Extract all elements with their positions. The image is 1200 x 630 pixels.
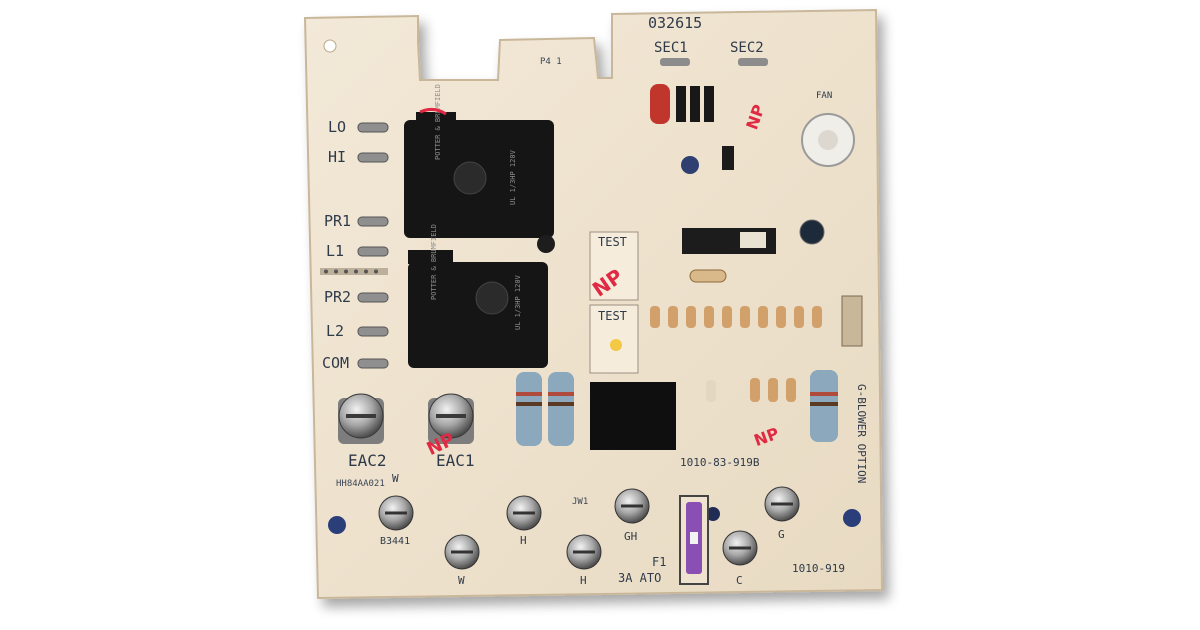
marker-scribble xyxy=(419,107,447,116)
spade-terminals[interactable] xyxy=(357,122,389,369)
connector-label: P4 1 xyxy=(540,57,562,67)
test-pad-1[interactable] xyxy=(589,231,639,301)
fan-label: FAN xyxy=(816,91,832,101)
terminal-w2-label: W xyxy=(458,574,465,587)
label-pr1: PR1 xyxy=(324,212,351,230)
svg-text:POTTER & BRUMFIELD: POTTER & BRUMFIELD xyxy=(430,224,438,300)
resistor-row xyxy=(650,306,822,328)
diode-array xyxy=(676,86,714,122)
transistor xyxy=(537,235,555,253)
label-lo: LO xyxy=(328,118,346,136)
blower-option-label: G-BLOWER OPTION xyxy=(855,384,868,483)
sec1-terminal[interactable] xyxy=(660,58,690,66)
terminal-w-1[interactable] xyxy=(378,495,414,531)
mounting-hole xyxy=(323,39,337,53)
yellow-indicator xyxy=(610,339,622,351)
label-com: COM xyxy=(322,354,349,372)
terminal-h1-label: H xyxy=(520,534,527,547)
terminal-c[interactable] xyxy=(722,530,758,566)
terminal-h-1[interactable] xyxy=(506,495,542,531)
eac1-screw-terminal[interactable] xyxy=(428,393,474,444)
terminal-c-label: C xyxy=(736,574,743,587)
resistor-row-lower xyxy=(706,378,796,402)
label-l1: L1 xyxy=(326,242,344,260)
svg-text:UL 1/3HP 120V: UL 1/3HP 120V xyxy=(514,274,522,330)
fuse[interactable] xyxy=(679,495,709,585)
crystal xyxy=(689,269,727,283)
eac2-label: EAC2 xyxy=(348,451,387,470)
board-id: HH84AA021 xyxy=(336,479,385,489)
mounting-hole xyxy=(706,507,720,521)
electrolytic-capacitor xyxy=(799,219,825,245)
left-terminal-labels: LO HI PR1 L1 PR2 L2 COM xyxy=(322,118,351,372)
fuse-label-rating: 3A ATO xyxy=(618,571,661,585)
sec1-label: SEC1 xyxy=(654,40,688,56)
relay-2: POTTER & BRUMFIELD UL 1/3HP 120V xyxy=(408,224,548,368)
terminal-g[interactable] xyxy=(764,486,800,522)
ic-module xyxy=(590,382,676,450)
eac2-screw-terminal[interactable] xyxy=(338,393,384,444)
terminal-h2-label: H xyxy=(580,574,587,587)
model-number-top: 1010-83-919B xyxy=(680,456,760,469)
terminal-g-label: G xyxy=(778,528,785,541)
eac1-label: EAC1 xyxy=(436,451,475,470)
power-resistors xyxy=(516,370,838,446)
mounting-hole xyxy=(843,509,861,527)
terminal-h-2[interactable] xyxy=(566,534,602,570)
jumper-label: JW1 xyxy=(572,497,588,507)
pin-header xyxy=(320,268,388,275)
terminal-gh-label: GH xyxy=(624,530,637,543)
label-hi: HI xyxy=(328,148,346,166)
label-pr2: PR2 xyxy=(324,288,351,306)
blower-option-connector[interactable] xyxy=(841,295,863,347)
terminal-gh[interactable] xyxy=(614,488,650,524)
capacitor-red xyxy=(650,84,670,124)
terminal-w1-label: W xyxy=(392,472,399,485)
diode xyxy=(722,146,734,170)
svg-text:POTTER & BRUMFIELD: POTTER & BRUMFIELD xyxy=(434,84,442,160)
fuse-label-f1: F1 xyxy=(652,555,666,569)
sec2-terminal[interactable] xyxy=(738,58,768,66)
label-l2: L2 xyxy=(326,322,344,340)
test-label-1: TEST xyxy=(598,235,627,249)
mounting-hole xyxy=(328,516,346,534)
test-label-2: TEST xyxy=(598,309,627,323)
model-number-bottom: 1010-919 xyxy=(792,562,845,575)
transistor xyxy=(681,156,699,174)
terminal-w-2[interactable] xyxy=(444,534,480,570)
dip-ic xyxy=(682,228,776,254)
sec2-label: SEC2 xyxy=(730,40,764,56)
relay-1: POTTER & BRUMFIELD UL 1/3HP 120V xyxy=(404,84,554,238)
part-number: 032615 xyxy=(648,14,702,32)
potentiometer-knob[interactable] xyxy=(818,130,838,150)
svg-text:UL 1/3HP 120V: UL 1/3HP 120V xyxy=(509,149,517,205)
date-code: B3441 xyxy=(380,536,410,547)
test-pad-2[interactable] xyxy=(589,304,639,374)
